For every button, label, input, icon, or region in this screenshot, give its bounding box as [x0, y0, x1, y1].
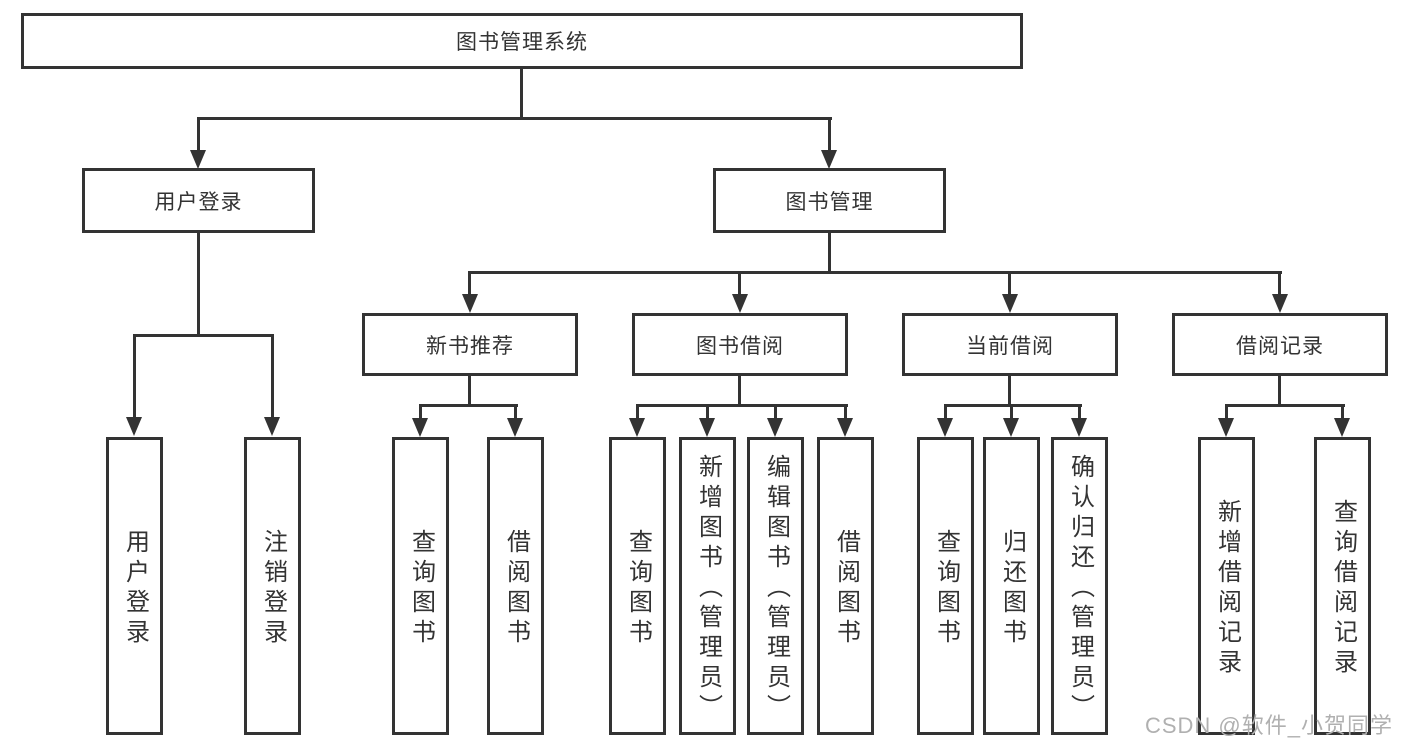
leaf-logout: 注销登录	[244, 437, 301, 735]
connector-current-borrow-stem	[1008, 376, 1011, 406]
node-book-management: 图书管理	[713, 168, 946, 233]
leaf-current-confirm: 确认归还（管理员）	[1051, 437, 1108, 735]
connector-to-new-book	[468, 271, 471, 297]
arrow-down	[1218, 418, 1234, 437]
arrow-down	[190, 150, 206, 169]
connector-to-leaf-user-login	[133, 334, 136, 418]
leaf-newbook-borrow: 借阅图书	[487, 437, 544, 735]
arrow-down	[412, 418, 428, 437]
node-root: 图书管理系统	[21, 13, 1023, 69]
connector-leaf	[706, 404, 709, 420]
leaf-current-query-label: 查询图书	[932, 529, 960, 649]
node-current-borrow: 当前借阅	[902, 313, 1118, 376]
connector-book-mgmt-stem	[828, 233, 831, 273]
leaf-current-query: 查询图书	[917, 437, 974, 735]
arrow-down	[821, 150, 837, 169]
leaf-record-add: 新增借阅记录	[1198, 437, 1255, 735]
arrow-down	[1003, 418, 1019, 437]
leaf-newbook-query-label: 查询图书	[407, 529, 435, 649]
leaf-borrow-query-label: 查询图书	[624, 529, 652, 649]
connector-to-book-mgmt	[828, 117, 831, 152]
connector-leaf	[774, 404, 777, 420]
connector-user-login-rail	[133, 334, 274, 337]
node-root-label: 图书管理系统	[456, 31, 588, 54]
connector-to-borrow-records	[1278, 271, 1281, 297]
arrow-down	[937, 418, 953, 437]
arrow-down	[837, 418, 853, 437]
connector-book-borrow-rail	[636, 404, 848, 407]
arrow-down	[1334, 418, 1350, 437]
connector-leaf	[1078, 404, 1081, 420]
arrow-down	[1272, 294, 1288, 313]
leaf-logout-label: 注销登录	[259, 529, 287, 649]
connector-leaf	[944, 404, 947, 420]
leaf-newbook-borrow-label: 借阅图书	[502, 529, 530, 649]
connector-level2-rail	[468, 271, 1282, 274]
node-borrow-records: 借阅记录	[1172, 313, 1388, 376]
leaf-borrow-borrow: 借阅图书	[817, 437, 874, 735]
leaf-record-query: 查询借阅记录	[1314, 437, 1371, 735]
arrow-down	[767, 418, 783, 437]
leaf-newbook-query: 查询图书	[392, 437, 449, 735]
leaf-borrow-edit: 编辑图书（管理员）	[747, 437, 804, 735]
connector-level1-rail	[197, 117, 832, 120]
connector-leaf	[1225, 404, 1228, 420]
leaf-record-query-label: 查询借阅记录	[1329, 499, 1357, 679]
arrow-down	[699, 418, 715, 437]
leaf-borrow-add-label: 新增图书（管理员）	[694, 454, 722, 724]
leaf-borrow-borrow-label: 借阅图书	[832, 529, 860, 649]
node-borrow-records-label: 借阅记录	[1236, 334, 1324, 358]
connector-to-current-borrow	[1008, 271, 1011, 297]
leaf-current-return-label: 归还图书	[998, 529, 1026, 649]
leaf-record-add-label: 新增借阅记录	[1213, 499, 1241, 679]
leaf-user-login-label: 用户登录	[121, 529, 149, 649]
arrow-down	[1002, 294, 1018, 313]
arrow-down	[126, 417, 142, 436]
arrow-down	[507, 418, 523, 437]
arrow-down	[629, 418, 645, 437]
node-user-login: 用户登录	[82, 168, 315, 233]
connector-leaf	[636, 404, 639, 420]
connector-to-leaf-logout	[271, 334, 274, 418]
connector-leaf	[844, 404, 847, 420]
leaf-current-return: 归还图书	[983, 437, 1040, 735]
connector-leaf	[1010, 404, 1013, 420]
connector-leaf	[419, 404, 422, 420]
arrow-down	[264, 417, 280, 436]
node-new-book-recommend: 新书推荐	[362, 313, 578, 376]
node-book-borrow: 图书借阅	[632, 313, 848, 376]
connector-borrow-records-rail	[1225, 404, 1345, 407]
leaf-user-login: 用户登录	[106, 437, 163, 735]
arrow-down	[732, 294, 748, 313]
connector-to-user-login	[197, 117, 200, 152]
connector-book-borrow-stem	[738, 376, 741, 406]
leaf-borrow-query: 查询图书	[609, 437, 666, 735]
leaf-borrow-edit-label: 编辑图书（管理员）	[762, 454, 790, 724]
connector-leaf	[1341, 404, 1344, 420]
watermark: CSDN @软件_小贺同学	[1144, 713, 1393, 738]
node-new-book-recommend-label: 新书推荐	[426, 334, 514, 358]
connector-current-borrow-rail	[944, 404, 1082, 407]
connector-user-login-stem	[197, 233, 200, 336]
connector-to-book-borrow	[738, 271, 741, 297]
arrow-down	[1071, 418, 1087, 437]
connector-borrow-records-stem	[1278, 376, 1281, 406]
arrow-down	[462, 294, 478, 313]
node-user-login-label: 用户登录	[154, 190, 243, 214]
leaf-current-confirm-label: 确认归还（管理员）	[1066, 454, 1094, 724]
node-book-borrow-label: 图书借阅	[696, 334, 784, 358]
connector-new-book-stem	[468, 376, 471, 406]
connector-new-book-rail	[419, 404, 518, 407]
node-book-management-label: 图书管理	[785, 190, 874, 214]
leaf-borrow-add: 新增图书（管理员）	[679, 437, 736, 735]
node-current-borrow-label: 当前借阅	[966, 334, 1054, 358]
connector-root-stem	[520, 69, 523, 119]
connector-leaf	[514, 404, 517, 420]
